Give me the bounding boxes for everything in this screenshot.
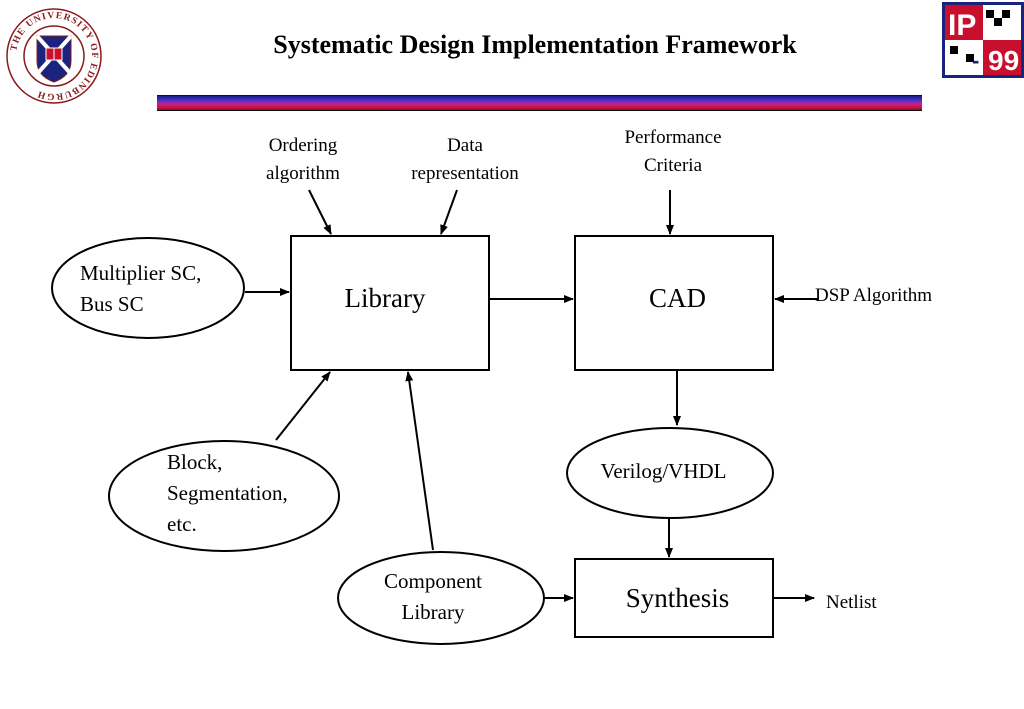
data-rep-arrow (440, 189, 458, 235)
multiplier-label: Multiplier SC, Bus SC (80, 261, 202, 316)
page-title: Systematic Design Implementation Framewo… (273, 30, 797, 59)
cad-label: CAD (648, 283, 706, 313)
library-box (290, 235, 490, 371)
block-ellipse (108, 440, 340, 552)
ordering-label: Ordering algorithm (266, 135, 340, 184)
performance-label: Performance Criteria (624, 127, 722, 176)
verilog-ellipse (566, 427, 774, 519)
block-label: Block, Segmentation, etc. (167, 450, 288, 536)
library-label: Library (344, 283, 426, 313)
title-underline-bar (157, 95, 922, 111)
ip99-logo: IP 99 - (942, 2, 1024, 78)
ordering-arrow (308, 189, 332, 235)
svg-text:99: 99 (988, 45, 1019, 76)
university-seal-logo: THE UNIVERSITY OF EDINBURGH (6, 8, 102, 104)
multiplier-ellipse (51, 237, 245, 339)
data-rep-label: Data representation (411, 135, 519, 184)
synthesis-label: Synthesis (625, 583, 730, 613)
netlist-label: Netlist (826, 592, 877, 613)
svg-text:IP: IP (948, 9, 976, 42)
block-arrow (275, 371, 331, 441)
cad-box (574, 235, 774, 371)
svg-text:-: - (972, 48, 979, 73)
dsp-label: DSP Algorithm (815, 285, 933, 306)
verilog-label: Verilog/VHDL (600, 459, 727, 483)
component-label: Component Library (384, 569, 482, 624)
component-arrow (405, 371, 434, 551)
